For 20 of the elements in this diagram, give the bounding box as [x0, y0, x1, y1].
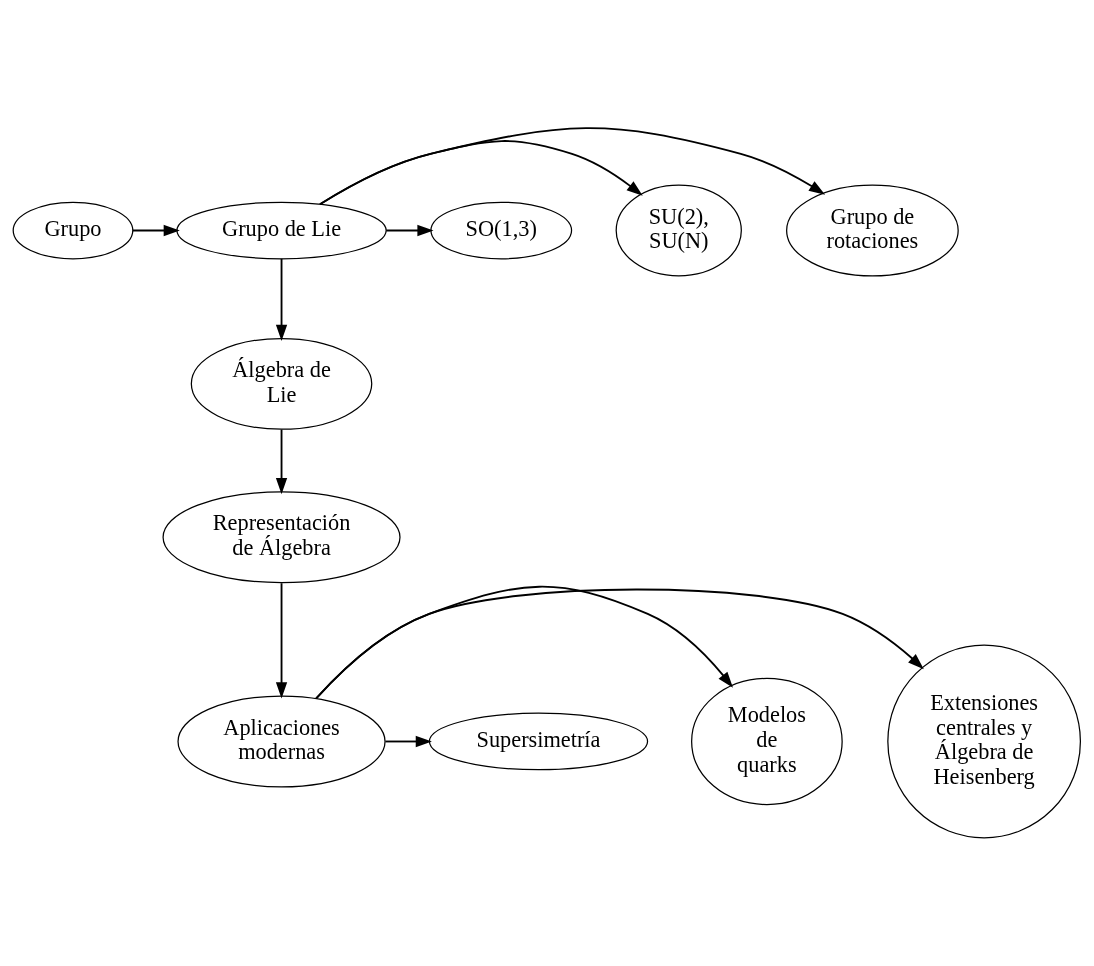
- arrow: [275, 257, 288, 341]
- node-ellipse: Aplicaciones modernas: [177, 695, 386, 788]
- node-ellipse: Representación de Álgebra: [162, 491, 401, 584]
- node-ellipse: SO(1,3): [430, 201, 573, 260]
- node-ellipse: Álgebra de Lie: [190, 337, 373, 430]
- node-ellipse: Grupo de rotaciones: [786, 184, 959, 277]
- arrow: [131, 224, 180, 237]
- arrow: [319, 127, 826, 206]
- arrow: [319, 140, 643, 206]
- node-ellipse: SU(2), SU(N): [615, 184, 742, 277]
- node-ellipse: Grupo de Lie: [176, 201, 387, 260]
- node-ellipse: Supersimetría: [428, 712, 649, 771]
- node-ellipse: Modelos de quarks: [691, 677, 843, 806]
- node-ellipse: Grupo: [12, 201, 134, 260]
- arrow: [275, 582, 288, 699]
- arrow: [384, 735, 432, 748]
- arrow: [385, 224, 434, 237]
- node-circle: Extensiones centrales y Álgebra de Heisenberg: [887, 644, 1081, 839]
- arrow: [315, 585, 733, 700]
- arrow: [275, 428, 288, 495]
